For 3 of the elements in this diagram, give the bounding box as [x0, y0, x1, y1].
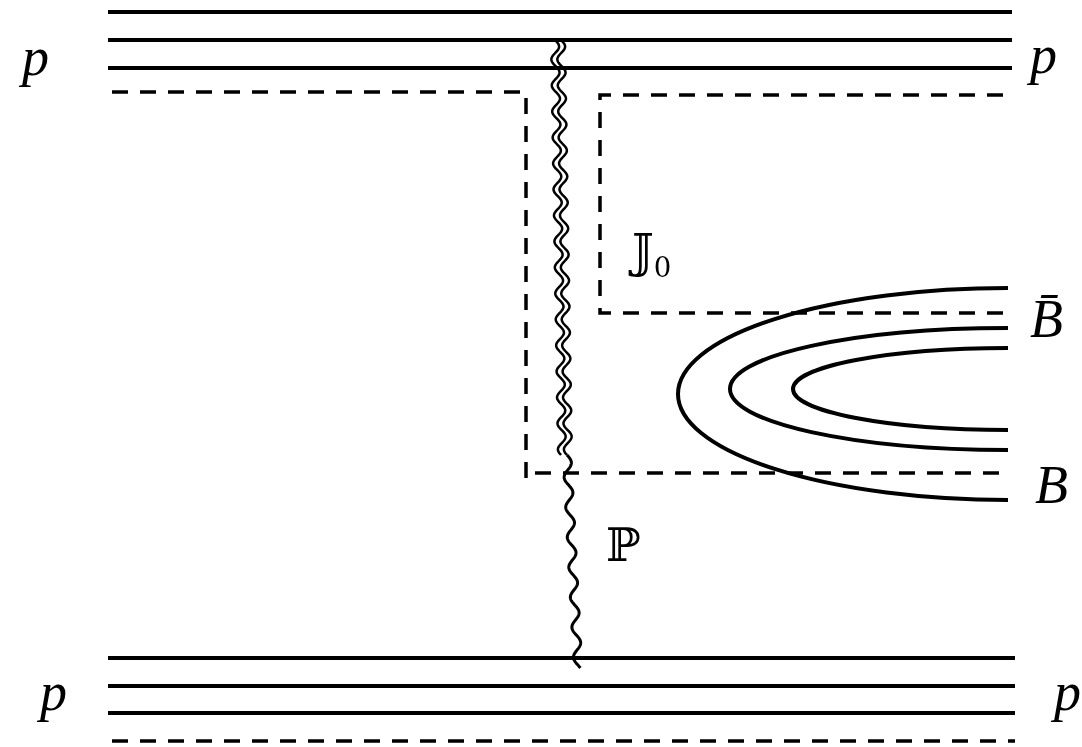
- exchange-label: ℙ: [606, 522, 641, 568]
- particle-label: B: [1035, 458, 1068, 512]
- particle-label: B̄: [1030, 292, 1063, 346]
